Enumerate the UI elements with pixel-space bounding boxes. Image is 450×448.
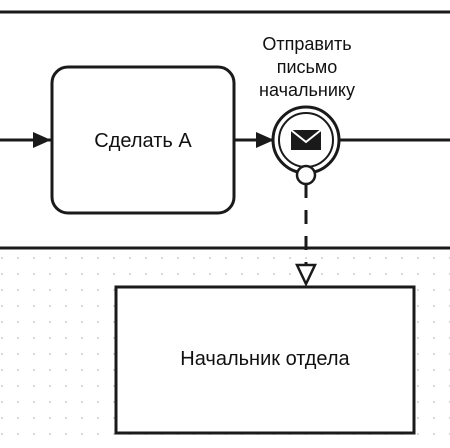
message-flow-arrowhead — [295, 263, 317, 287]
message-event[interactable] — [271, 105, 341, 186]
event-label-line-3: начальнику — [259, 80, 355, 100]
event-label-line-1: Отправить — [262, 34, 351, 54]
task-label: Сделать А — [94, 130, 192, 152]
pool-nachalnik-otdela[interactable]: Начальник отдела — [114, 285, 416, 435]
message-flow-start-circle — [295, 164, 317, 186]
pool-label: Начальник отдела — [180, 348, 350, 370]
event-label: Отправить письмо начальнику — [259, 34, 355, 100]
task-sdelat-a[interactable]: Сделать А — [50, 65, 236, 215]
envelope-icon — [290, 129, 322, 150]
event-label-line-2: письмо — [277, 57, 338, 77]
pool-shape — [114, 285, 416, 435]
